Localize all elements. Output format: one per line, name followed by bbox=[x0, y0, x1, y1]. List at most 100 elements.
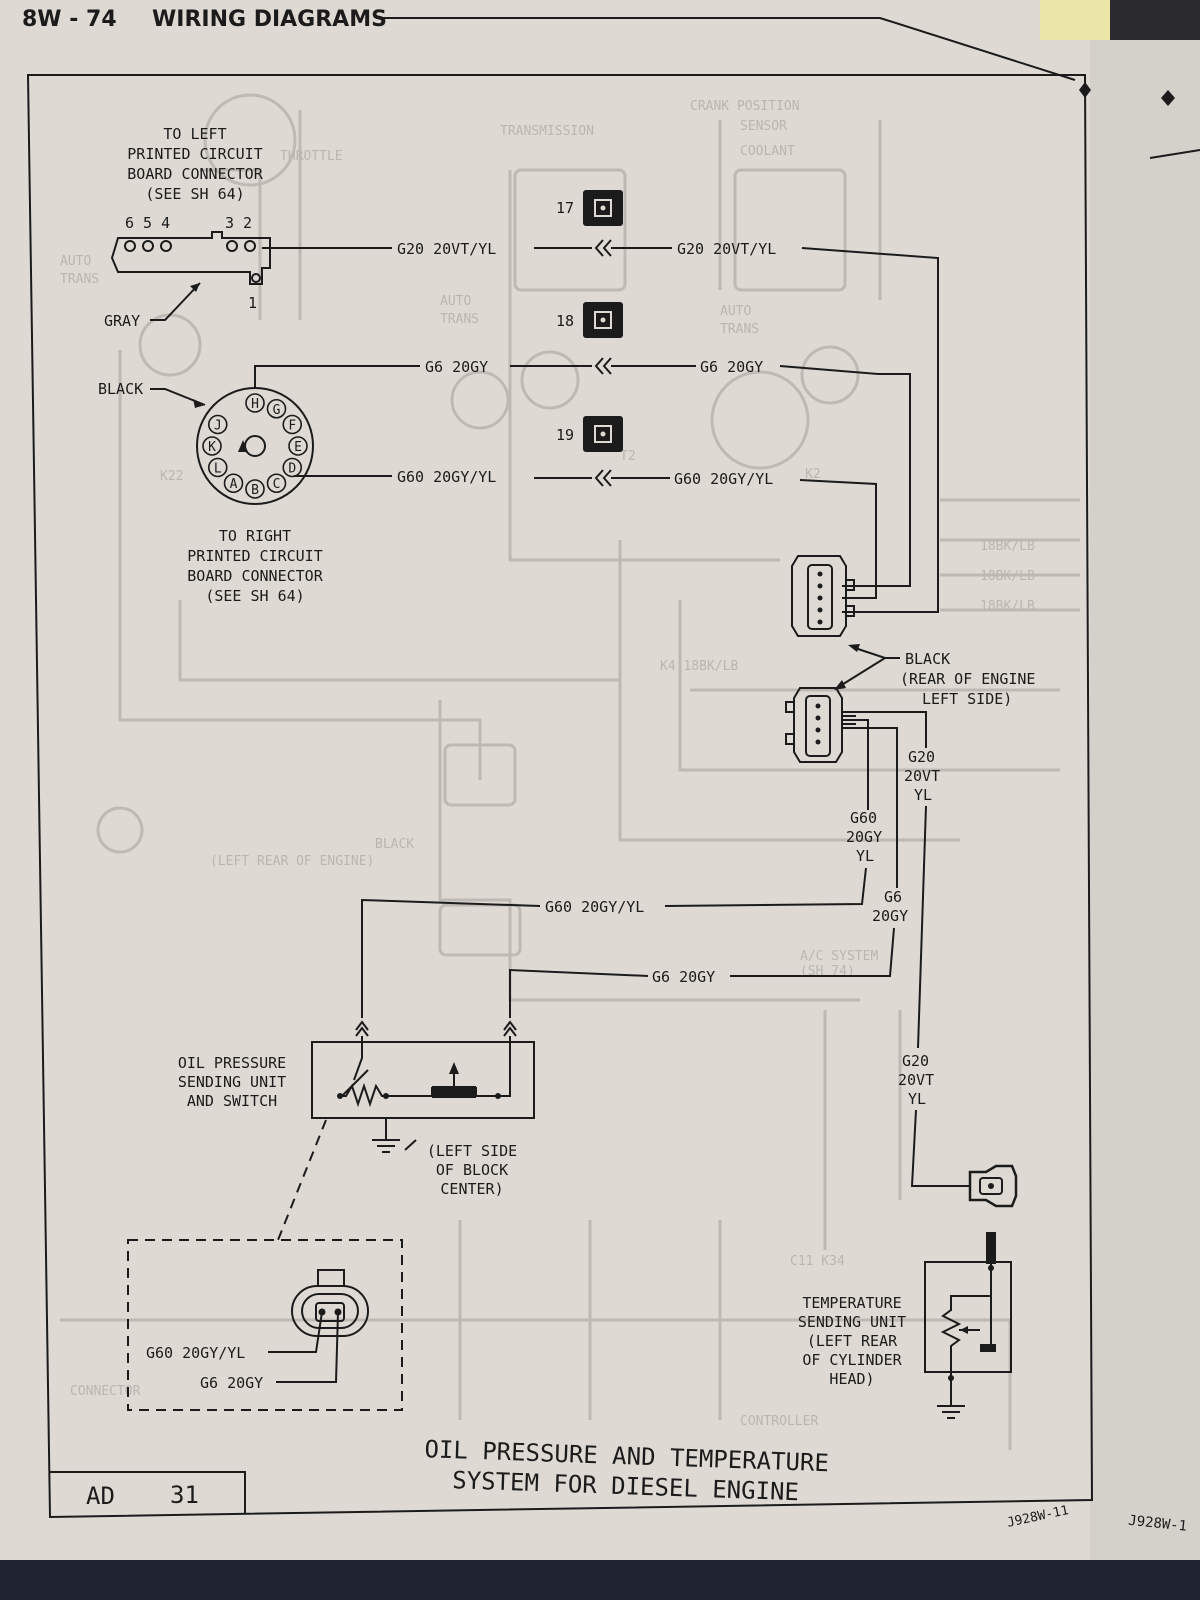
round-pin-letter: F bbox=[288, 419, 296, 434]
connector-pin bbox=[226, 240, 238, 252]
connector-latch bbox=[845, 579, 855, 591]
footer: AD 31 OIL PRESSURE AND TEMPERATURE SYSTE… bbox=[50, 1435, 1188, 1535]
ghost-label: TRANS bbox=[720, 322, 759, 337]
oil-pressure-unit: OIL PRESSURE SENDING UNIT AND SWITCH (LE… bbox=[178, 1020, 535, 1241]
oil-location-label: (LEFT SIDE bbox=[427, 1142, 517, 1160]
junction-dot bbox=[988, 1265, 994, 1271]
connector-pin bbox=[142, 240, 154, 252]
wire-label-g6: G6 20GY bbox=[425, 358, 488, 376]
engine-connector-label: (REAR OF ENGINE bbox=[900, 670, 1035, 688]
splice-number: 19 bbox=[556, 426, 574, 444]
round-pin-letter: K bbox=[208, 440, 216, 455]
arrowhead bbox=[193, 399, 205, 408]
drawing-id-group: J928W-11 bbox=[1006, 1503, 1070, 1531]
next-page-rule bbox=[1149, 149, 1200, 159]
wire-g60 bbox=[842, 719, 869, 810]
junction-dot bbox=[337, 1093, 343, 1099]
connector-pin bbox=[988, 1183, 994, 1189]
splice-dot bbox=[600, 431, 606, 437]
diamond-marker bbox=[1161, 90, 1175, 106]
round-pin-circle bbox=[266, 398, 287, 419]
ghost-label: TRANS bbox=[60, 272, 99, 287]
connector-outer bbox=[291, 1285, 369, 1337]
switch-arm bbox=[353, 1036, 363, 1081]
lower-wires: G20 20VT YL G20 20VT YL G60 20GY YL G60 … bbox=[361, 711, 970, 1187]
inline-connector bbox=[503, 1020, 517, 1037]
ghost-label: 18BK/LB bbox=[980, 599, 1035, 614]
junction-dot bbox=[383, 1093, 389, 1099]
ghost-label: COOLANT bbox=[740, 144, 795, 159]
ghost-label: C11 K34 bbox=[790, 1254, 845, 1269]
connector-pin bbox=[815, 727, 821, 733]
detail-callout-line bbox=[277, 1119, 327, 1241]
drawing-id: J928W-11 bbox=[1006, 1503, 1070, 1531]
round-pin-circle bbox=[202, 436, 222, 456]
connector-pin bbox=[817, 583, 823, 589]
wire-g6 bbox=[254, 365, 420, 388]
wire-label-g6: 20GY bbox=[872, 907, 908, 925]
wire-label-g20: G20 20VT/YL bbox=[397, 240, 496, 258]
background-surface bbox=[0, 1560, 1200, 1600]
temp-contact bbox=[980, 1344, 996, 1352]
wire-label-g60: G60 20GY/YL bbox=[397, 468, 496, 486]
gray-color-label: GRAY bbox=[104, 312, 140, 330]
left-pcb-connector: TO LEFT PRINTED CIRCUIT BOARD CONNECTOR … bbox=[104, 125, 271, 330]
footer-title-group: OIL PRESSURE AND TEMPERATURE SYSTEM FOR … bbox=[424, 1435, 829, 1506]
ground-icon bbox=[937, 1378, 965, 1419]
oil-pressure-label: OIL PRESSURE bbox=[178, 1054, 286, 1072]
round-pin-circle bbox=[245, 393, 265, 413]
splice-window bbox=[594, 425, 612, 443]
wire-label-g6: G6 bbox=[884, 888, 902, 906]
round-pin-circle bbox=[223, 473, 244, 494]
wire-label-g20: 20VT bbox=[904, 767, 940, 785]
round-pin-circle bbox=[282, 414, 303, 435]
pressure-arrow bbox=[449, 1062, 459, 1074]
wire-g20 bbox=[801, 247, 939, 613]
key-notch bbox=[238, 440, 248, 452]
ghost-label: 18BK/LB bbox=[980, 569, 1035, 584]
black-color-label: BLACK bbox=[98, 380, 143, 398]
engine-connector-upper bbox=[791, 555, 855, 637]
temp-connector-terminal bbox=[979, 1177, 1003, 1195]
connector-body bbox=[793, 687, 843, 763]
round-pin-circle bbox=[288, 436, 308, 456]
round-pin-circle bbox=[207, 457, 228, 478]
wire-label-g60: YL bbox=[856, 847, 874, 865]
right-pcb-label: (SEE SH 64) bbox=[205, 587, 304, 605]
left-pcb-connector-body bbox=[110, 231, 271, 285]
connector-insert bbox=[805, 695, 831, 757]
engine-connector-lower bbox=[785, 687, 856, 763]
engine-connector-label: LEFT SIDE) bbox=[922, 690, 1012, 708]
connector-latch bbox=[317, 1269, 345, 1287]
ghost-label: K22 bbox=[160, 469, 183, 484]
oil-pressure-label: AND SWITCH bbox=[187, 1092, 277, 1110]
resistor-symbol bbox=[340, 1082, 398, 1108]
next-page-id-group: J928W-1 bbox=[1127, 1513, 1187, 1535]
temp-unit-box bbox=[924, 1261, 1012, 1373]
temp-unit-label: TEMPERATURE bbox=[802, 1294, 901, 1312]
round-pin-circle bbox=[207, 414, 228, 435]
right-pcb-label: TO RIGHT bbox=[219, 527, 291, 545]
round-pin-letter: J bbox=[214, 419, 222, 434]
ghost-label: BLACK bbox=[375, 837, 414, 852]
arrowhead bbox=[834, 680, 846, 690]
wire-g20 bbox=[917, 805, 927, 1049]
connector-pin bbox=[160, 240, 172, 252]
engine-connector-label: BLACK (REAR OF ENGINE LEFT SIDE) bbox=[834, 644, 1035, 708]
header-rule bbox=[376, 17, 1076, 81]
ghost-label: CONNECTOR bbox=[70, 1384, 141, 1399]
connector-pin bbox=[817, 607, 823, 613]
ghost-label: THROTTLE bbox=[280, 149, 343, 164]
wire-label-g20: G20 bbox=[902, 1052, 929, 1070]
inline-connector bbox=[355, 1020, 369, 1037]
connector-pin bbox=[124, 240, 136, 252]
wire-label-g6: G6 20GY bbox=[652, 968, 715, 986]
temp-unit-label: (LEFT REAR bbox=[807, 1332, 898, 1350]
left-pcb-label: (SEE SH 64) bbox=[145, 185, 244, 203]
connector-pin bbox=[817, 595, 823, 601]
round-pin-circle bbox=[266, 473, 287, 494]
ghost-label: TRANS bbox=[440, 312, 479, 327]
